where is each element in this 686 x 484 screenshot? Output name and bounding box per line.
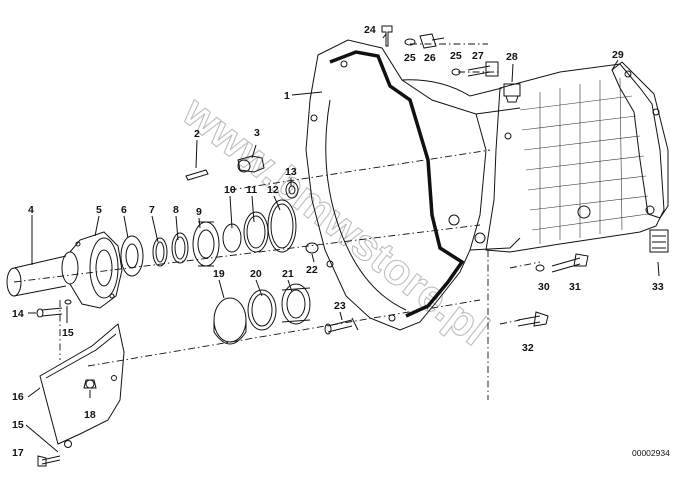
transmission-housing xyxy=(305,39,669,331)
label-15: 15 xyxy=(62,327,74,339)
label-30: 30 xyxy=(538,281,550,293)
part-labels: 1 2 3 4 5 6 7 8 9 10 11 12 13 14 15 16 1… xyxy=(12,24,664,459)
label-12: 12 xyxy=(267,184,279,196)
label-31: 31 xyxy=(569,281,581,293)
diagram-reference-code: 00002934 xyxy=(632,448,670,458)
label-15b: 15 xyxy=(12,419,24,431)
label-1: 1 xyxy=(284,90,290,102)
label-28: 28 xyxy=(506,51,518,63)
label-29: 29 xyxy=(612,49,624,61)
label-18: 18 xyxy=(84,409,96,421)
label-5: 5 xyxy=(96,204,102,216)
label-13: 13 xyxy=(285,166,297,178)
label-11: 11 xyxy=(246,184,257,196)
label-9: 9 xyxy=(196,206,202,218)
dust-cover-plate xyxy=(36,299,125,467)
label-6: 6 xyxy=(121,204,127,216)
label-2: 2 xyxy=(194,128,200,140)
label-25b: 25 xyxy=(404,52,416,64)
label-16: 16 xyxy=(12,391,24,403)
label-7: 7 xyxy=(149,204,155,216)
label-23: 23 xyxy=(334,300,346,312)
label-26: 26 xyxy=(424,52,436,64)
label-33: 33 xyxy=(652,281,664,293)
label-14: 14 xyxy=(12,308,24,320)
label-22: 22 xyxy=(306,264,318,276)
label-24: 24 xyxy=(364,24,376,36)
input-shaft-assembly xyxy=(6,231,123,309)
label-4: 4 xyxy=(28,204,34,216)
dowel-pin-and-plug xyxy=(185,155,265,181)
leader-lines xyxy=(13,33,660,453)
label-17: 17 xyxy=(12,447,24,459)
label-3: 3 xyxy=(254,127,260,139)
cap-circlip-bearing xyxy=(213,242,359,345)
label-20: 20 xyxy=(250,268,262,280)
label-8: 8 xyxy=(173,204,179,216)
label-19: 19 xyxy=(213,268,225,280)
label-21: 21 xyxy=(282,268,294,280)
label-10: 10 xyxy=(224,184,236,196)
label-25: 25 xyxy=(450,50,462,62)
bolts-and-fittings xyxy=(381,25,669,327)
label-27: 27 xyxy=(472,50,484,62)
label-32: 32 xyxy=(522,342,534,354)
seals-and-rings xyxy=(120,181,299,277)
